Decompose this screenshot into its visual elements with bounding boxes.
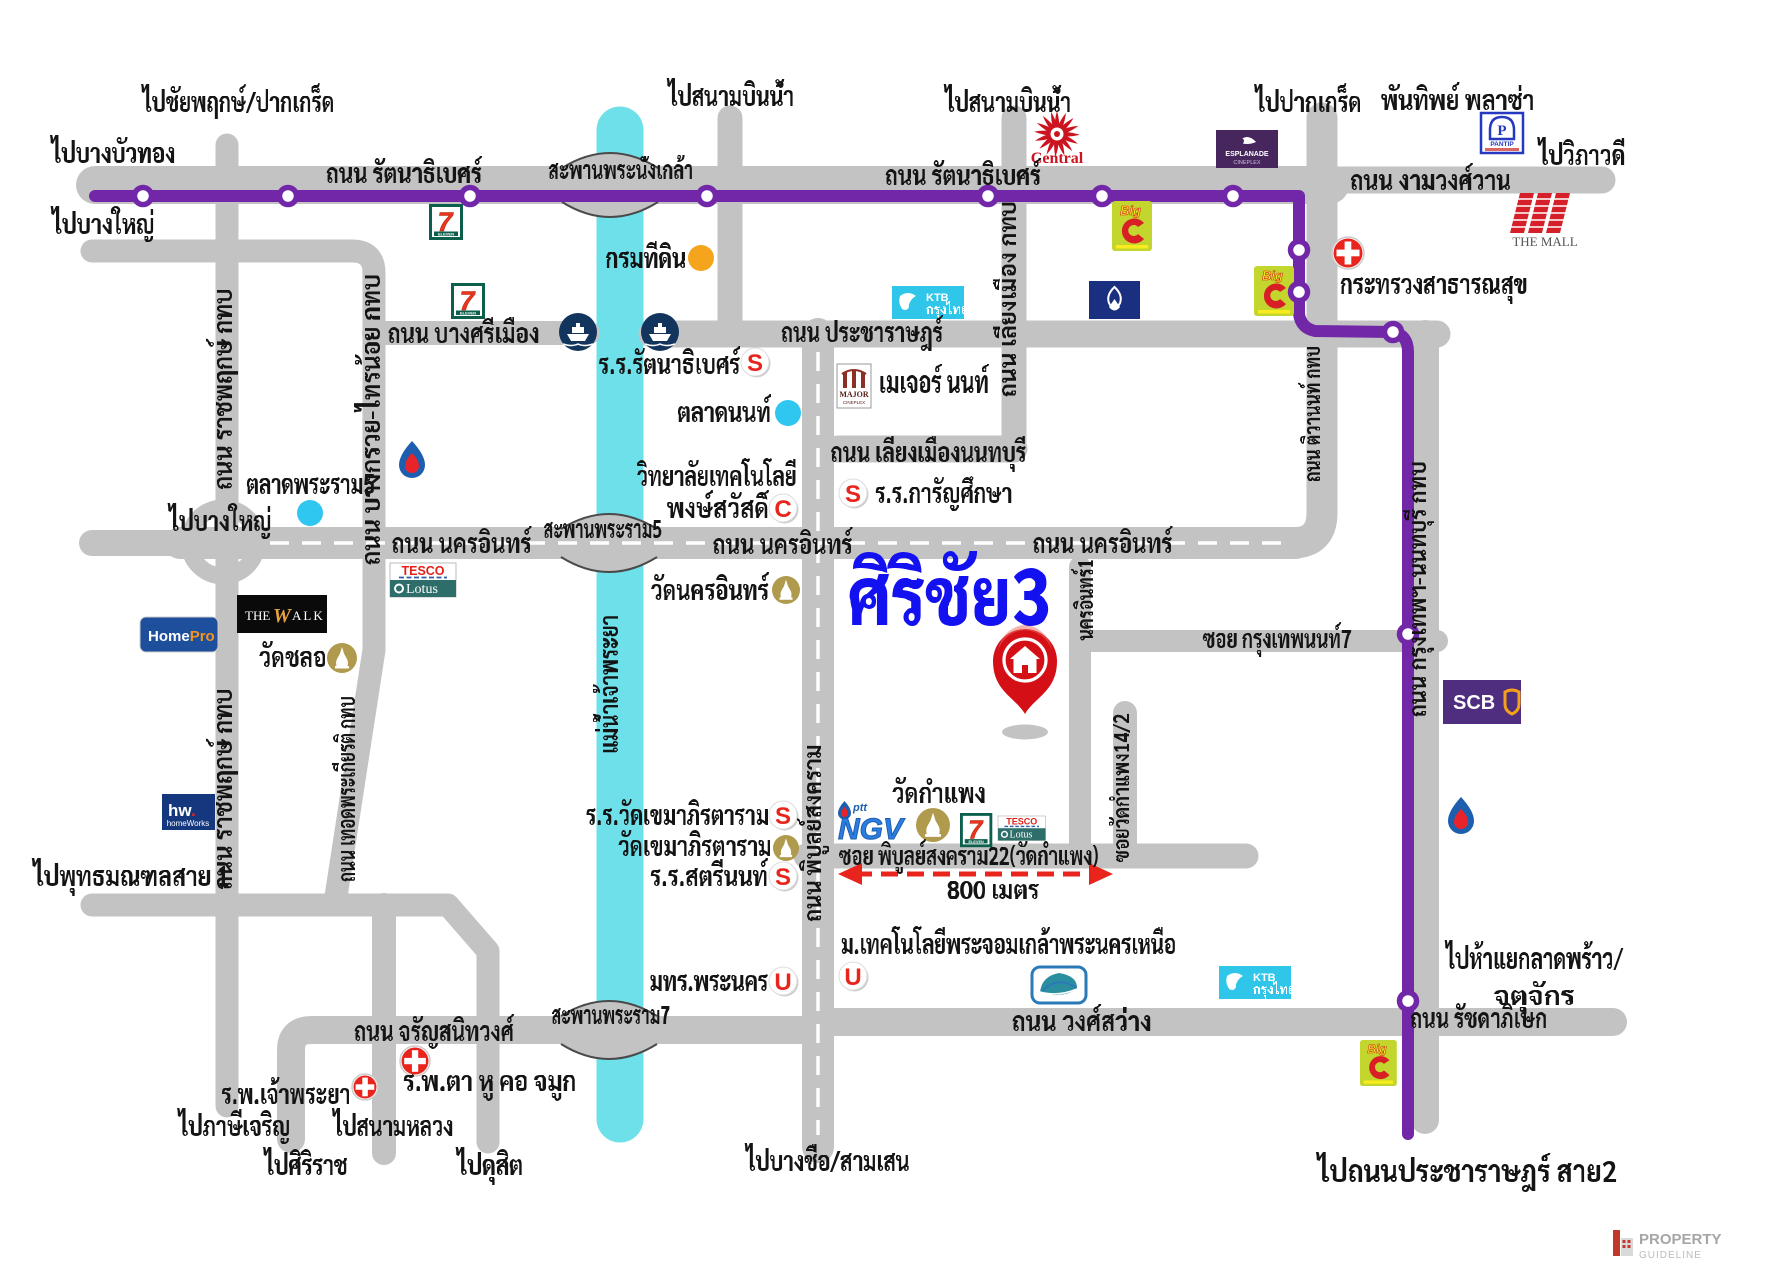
svg-text:PANTIP: PANTIP (1490, 141, 1514, 148)
svg-text:MAJOR: MAJOR (839, 390, 869, 399)
svg-text:THE MALL: THE MALL (1512, 234, 1577, 249)
svg-text:hw.: hw. (168, 801, 196, 820)
svg-text:GUIDELINE: GUIDELINE (1639, 1250, 1702, 1261)
svg-text:SCB: SCB (1453, 692, 1495, 714)
svg-text:THE: THE (245, 608, 270, 623)
svg-text:CINEPLEX: CINEPLEX (1233, 160, 1261, 166)
svg-text:TESCO: TESCO (401, 564, 444, 578)
svg-text:homeWorks: homeWorks (167, 819, 210, 828)
svg-text:Big: Big (1262, 268, 1283, 283)
svg-text:PROPERTY: PROPERTY (1639, 1231, 1722, 1248)
svg-text:TESCO: TESCO (1006, 817, 1037, 827)
svg-text:S: S (845, 481, 861, 508)
svg-text:NGV: NGV (838, 813, 906, 846)
svg-text:ESPLANADE: ESPLANADE (1225, 151, 1269, 158)
svg-text:ALK: ALK (292, 608, 325, 623)
svg-text:S: S (775, 803, 791, 830)
svg-text:ptt: ptt (852, 802, 868, 814)
svg-text:KTB: KTB (926, 292, 949, 304)
svg-text:S: S (747, 350, 763, 377)
svg-text:7: 7 (459, 286, 476, 316)
svg-text:Big: Big (1120, 203, 1141, 218)
svg-text:Lotus: Lotus (1010, 830, 1033, 841)
svg-text:U: U (774, 969, 791, 996)
svg-text:ELEVEN: ELEVEN (438, 231, 454, 236)
svg-text:Lotus: Lotus (406, 582, 438, 597)
svg-text:7: 7 (968, 817, 984, 845)
svg-text:CINEPLEX: CINEPLEX (843, 400, 865, 405)
svg-text:P: P (1497, 123, 1506, 139)
svg-text:7: 7 (437, 207, 454, 237)
svg-text:ELEVEN: ELEVEN (969, 840, 984, 844)
svg-text:ELEVEN: ELEVEN (460, 310, 476, 315)
svg-text:Big: Big (1367, 1042, 1387, 1056)
svg-text:Central: Central (1031, 150, 1084, 167)
svg-text:U: U (844, 964, 861, 991)
svg-text:KTB: KTB (1253, 972, 1276, 984)
svg-text:HomePro: HomePro (148, 628, 215, 645)
svg-text:W: W (273, 605, 292, 627)
svg-text:C: C (774, 496, 791, 523)
svg-text:S: S (775, 864, 791, 891)
